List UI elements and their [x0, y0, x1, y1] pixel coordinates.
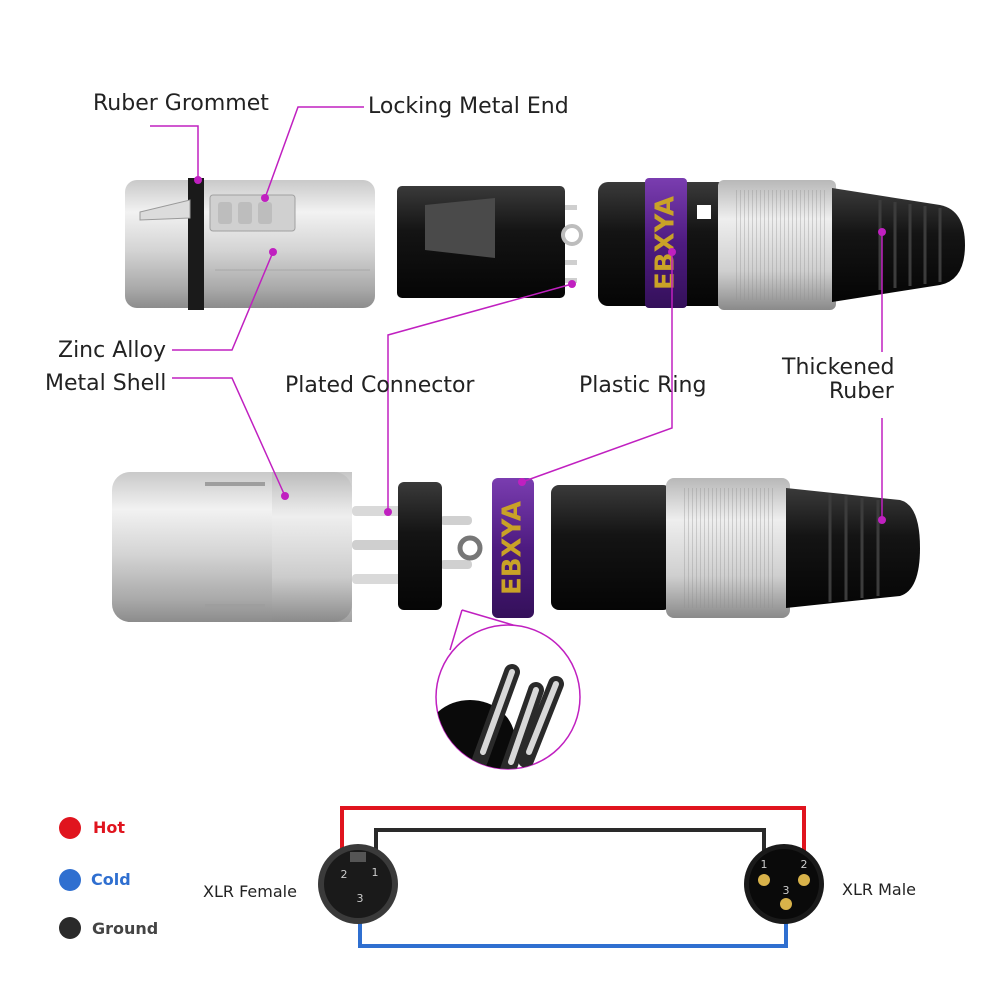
label-plastic-ring: Plastic Ring — [579, 373, 707, 398]
callout-line-plated-connector — [387, 283, 573, 512]
female-black-insert — [397, 186, 583, 298]
callout-line-grommet — [150, 125, 199, 178]
label-xlr-male: XLR Male — [842, 880, 916, 899]
male-pin-label: 3 — [783, 884, 790, 897]
label-plated-connector: Plated Connector — [285, 373, 475, 398]
label-locking-metal-end: Locking Metal End — [368, 94, 569, 119]
female-ring-brand-text: EBXYA — [651, 196, 681, 290]
legend-hot-label: Hot — [93, 818, 126, 837]
hot-wire — [340, 806, 806, 866]
legend-cold-dot — [59, 869, 81, 891]
legend-ground-dot — [59, 917, 81, 939]
female-knurled-sleeve — [718, 180, 836, 310]
callout-dots — [194, 176, 886, 524]
label-metal-shell: Metal Shell — [45, 371, 167, 396]
callout-line-metal-shell — [172, 377, 286, 497]
female-rubber-boot — [832, 188, 965, 302]
female-pin-label: 1 — [372, 866, 379, 879]
callout-lines — [150, 106, 883, 520]
callout-line-plastic-ring — [521, 252, 673, 483]
male-rubber-boot — [786, 488, 920, 608]
male-black-insert — [398, 482, 442, 610]
female-connector: EBXYA — [125, 178, 965, 310]
female-pin-label: 3 — [357, 892, 364, 905]
male-rear-housing — [551, 485, 671, 610]
label-rubber-grommet: Ruber Grommet — [93, 91, 269, 116]
female-plastic-ring — [645, 178, 687, 308]
ground-wire — [374, 828, 766, 882]
male-pin-label: 1 — [761, 858, 768, 871]
legend-cold-label: Cold — [91, 870, 131, 889]
male-metal-shell — [112, 472, 352, 622]
xlr-female-socket: 2 1 3 — [318, 844, 398, 924]
female-pin-label: 2 — [341, 868, 348, 881]
legend-ground-label: Ground — [92, 919, 159, 938]
callout-line-locking-end — [264, 106, 364, 199]
male-ring-brand-text: EBXYA — [498, 501, 528, 595]
pin-zoom-callout — [435, 609, 581, 770]
label-xlr-female: XLR Female — [203, 882, 297, 901]
male-connector: EBXYA — [112, 472, 920, 622]
xlr-male-plug: 1 2 3 — [744, 844, 824, 924]
rubber-grommet-ring — [188, 178, 204, 310]
callout-line-zinc-alloy — [172, 251, 274, 351]
female-rear-housing: EBXYA — [598, 178, 728, 308]
male-knurled-sleeve — [666, 478, 790, 618]
male-pin-label: 2 — [801, 858, 808, 871]
wiring-diagram: 2 1 3 1 2 3 — [59, 806, 824, 948]
cold-wire — [358, 900, 788, 948]
legend-hot-dot — [59, 817, 81, 839]
male-plastic-ring: EBXYA — [492, 478, 534, 618]
label-zinc-alloy: Zinc Alloy — [58, 338, 166, 363]
label-thickened-line1: Thickened — [782, 355, 895, 380]
label-thickened-line2: Ruber — [829, 379, 894, 404]
female-metal-body — [125, 178, 375, 310]
